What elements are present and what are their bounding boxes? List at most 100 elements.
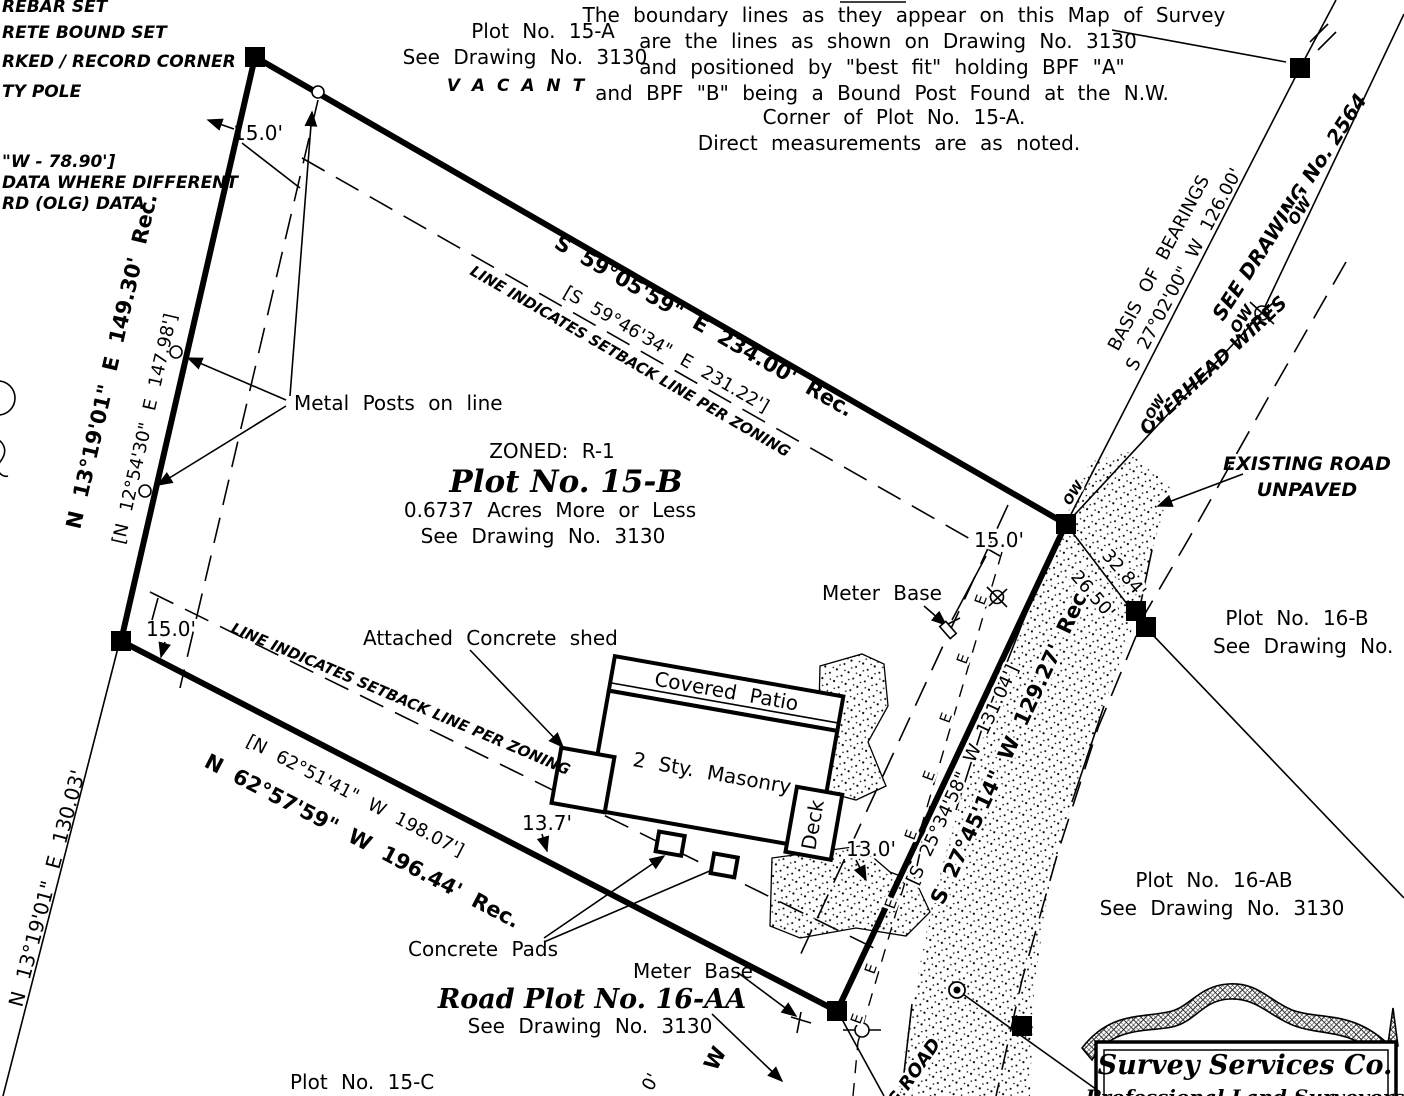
boundary-markers xyxy=(111,47,1310,1036)
stamp-tagline: Professional Land Surveyors xyxy=(1085,1085,1404,1096)
edge-symbol-circle xyxy=(0,380,16,416)
existing-road-arrow xyxy=(1156,473,1244,507)
plot-16b-name: Plot No. 16-B xyxy=(1225,606,1368,630)
meter-base-arrow-south-2 xyxy=(711,1013,784,1083)
e-mark-7: E xyxy=(861,961,881,976)
marker-east-2 xyxy=(1136,617,1156,637)
concrete-pad-2 xyxy=(708,851,741,880)
plot-16ab-ref: See Drawing No. 3130 xyxy=(1100,896,1345,920)
boundary-note: The boundary lines as they appear on thi… xyxy=(582,3,1226,155)
shed-leader-arrow xyxy=(469,649,565,749)
note-line-1: The boundary lines as they appear on thi… xyxy=(582,3,1226,27)
stamp-company-name: Survey Services Co. xyxy=(1098,1050,1393,1081)
legend-item-pole: TY POLE xyxy=(2,82,82,102)
plot-15a-ref: See Drawing No. 3130 xyxy=(403,45,648,69)
covered-patio-inner-line xyxy=(610,681,839,724)
metal-post-symbol-top xyxy=(311,85,325,99)
setback-dim-topleft: 15.0' xyxy=(233,121,283,145)
concrete-pad-1 xyxy=(653,829,688,859)
survey-symbols xyxy=(0,85,1275,1038)
setback-dim-arrow-left xyxy=(158,641,171,659)
e-mark-2: E xyxy=(953,651,973,666)
meter-symbol-circle xyxy=(843,1022,881,1038)
meter-base-symbol-east xyxy=(938,620,958,640)
deck-outline xyxy=(783,784,845,863)
meter-base-label-south: Meter Base xyxy=(633,959,753,983)
e-mark-4: E xyxy=(919,768,939,783)
road-centerline-segment xyxy=(959,991,1101,1093)
attached-shed-outline xyxy=(549,745,617,815)
e-mark-8: E xyxy=(847,1011,867,1026)
lower-left-boundary-line xyxy=(2,639,121,1096)
break-mark-1 xyxy=(1309,23,1329,43)
metal-post-symbol-low xyxy=(138,484,152,498)
bearing-fragment-w: W xyxy=(699,1043,731,1075)
road-plot-16aa-name: Road Plot No. 16-AA xyxy=(437,984,746,1015)
marker-se xyxy=(827,1001,847,1021)
e-mark-1: E xyxy=(971,592,991,607)
dim-130-label: 13.0' xyxy=(846,837,896,861)
plot-15b-ref: See Drawing No. 3130 xyxy=(421,524,666,548)
note-line-6: Direct measurements are as noted. xyxy=(698,131,1080,155)
legend-note-2: DATA WHERE DIFFERENT xyxy=(2,173,239,193)
plot-15a-status: V A C A N T xyxy=(447,76,587,96)
marker-sw xyxy=(111,631,131,651)
setback-dim-leader-topleft xyxy=(241,142,301,189)
note-line-2: are the lines as shown on Drawing No. 31… xyxy=(639,29,1137,53)
note-line-5: Corner of Plot No. 15-A. xyxy=(763,105,1026,129)
legend-note-1: "W - 78.90'] xyxy=(2,152,115,172)
marker-east-1 xyxy=(1126,601,1146,621)
plot-15a-name: Plot No. 15-A xyxy=(471,19,615,43)
setback-dim-right: 15.0' xyxy=(974,528,1024,552)
building-group: 2 Sty. Masonry Covered Patio Deck xyxy=(585,653,846,880)
utility-pole-symbol-1 xyxy=(986,586,1008,608)
metal-post-arrow-top xyxy=(289,110,318,397)
bearing-left-record: N 13°19'01" E 149.30' Rec. xyxy=(61,192,162,532)
plot-16b-ref: See Drawing No. 2 xyxy=(1213,634,1404,658)
legend: REBAR SET RETE BOUND SET RKED / RECORD C… xyxy=(2,0,239,214)
plot16-division-line xyxy=(1149,631,1404,899)
setback-dim-left: 15.0' xyxy=(146,617,196,641)
utility-pole-symbol-2 xyxy=(1249,301,1275,325)
pads-arrow-1 xyxy=(543,855,666,939)
setback-line-top xyxy=(301,157,1001,557)
note-line-3: and positioned by "best fit" holding BPF… xyxy=(639,55,1124,79)
gravel-patch-lower xyxy=(769,845,931,939)
stamp-frame-outer xyxy=(1094,1040,1398,1096)
setback-line-bottom xyxy=(149,591,879,951)
plot-15c-name: Plot No. 15-C xyxy=(290,1070,434,1094)
bearing-fragment-0: 0' xyxy=(638,1070,664,1094)
marker-bpf-top xyxy=(1290,58,1310,78)
metal-post-arrow-mid xyxy=(186,357,287,401)
pads-arrow-2 xyxy=(543,863,728,943)
boundary-extension-se xyxy=(837,1011,885,1096)
setback-dim-arrow-topleft xyxy=(206,118,235,131)
setback-dim-leader-right xyxy=(951,555,987,621)
existing-road-label: EXISTING ROAD xyxy=(1223,453,1391,475)
shed-label: Attached Concrete shed xyxy=(363,626,618,650)
marker-ne xyxy=(1056,514,1076,534)
plot-labels: Plot No. 15-A See Drawing No. 3130 V A C… xyxy=(290,19,1404,1094)
plot-15b-area: 0.6737 Acres More or Less xyxy=(404,498,696,522)
road-edge-lines xyxy=(901,531,1153,1091)
marker-road-south xyxy=(1012,1016,1032,1036)
dim-130-arrow xyxy=(853,859,867,882)
stamp-frame-inner xyxy=(1103,1049,1389,1096)
bearing-bottom-record: N 62°57'59" W 196.44' Rec. xyxy=(201,749,524,933)
metal-post-arrow-low xyxy=(156,405,287,486)
meter-base-label-east: Meter Base xyxy=(822,581,942,605)
setback-line-left xyxy=(179,99,319,689)
metal-post-symbol-mid xyxy=(169,345,183,359)
pads-label: Concrete Pads xyxy=(408,937,558,961)
meter-base-arrow-east xyxy=(923,605,948,627)
road-stipple-band xyxy=(898,452,1170,1096)
unpaved-road-area xyxy=(769,452,1170,1096)
dim-137-label: 13.7' xyxy=(522,811,572,835)
note-line-4: and BPF "B" being a Bound Post Found at … xyxy=(595,81,1169,105)
legend-item-rebar: REBAR SET xyxy=(2,0,109,17)
meter-base-arrow-south-1 xyxy=(736,971,798,1017)
e-mark-5: E xyxy=(901,827,921,842)
e-mark-3: E xyxy=(936,710,956,725)
